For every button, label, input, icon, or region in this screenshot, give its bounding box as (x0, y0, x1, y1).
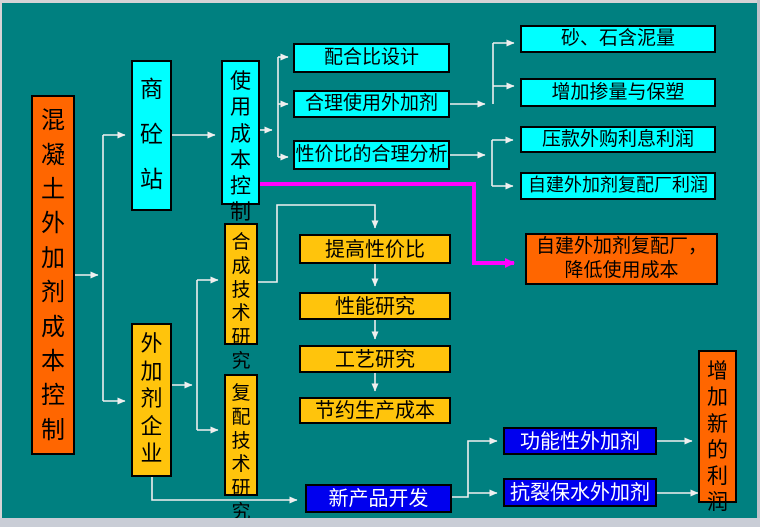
node-own-plant-lower-cost: 自建外加剂复配厂，降低使用成本 (525, 233, 718, 285)
node-main: 混凝土外加剂成本控制 (31, 95, 75, 455)
node-increase-dosage: 增加掺量与保塑 (520, 78, 716, 107)
node-functional-admixture: 功能性外加剂 (503, 427, 657, 455)
node-crack-resist-admixture: 抗裂保水外加剂 (503, 478, 657, 507)
node-own-plant-profit: 自建外加剂复配厂利润 (520, 172, 716, 200)
node-usage-cost-control: 使用成本控制 (221, 60, 260, 224)
slide-edge-left (0, 0, 2, 527)
node-ready-mix-station: 商砼站 (131, 60, 172, 211)
node-admixture-enterprise: 外加剂企业 (131, 323, 172, 477)
node-performance-research: 性能研究 (299, 292, 451, 320)
slide-edge-bottom (0, 518, 760, 527)
node-cost-performance-analysis: 性价比的合理分析 (293, 140, 450, 170)
node-synthesis-research: 合成技术研究 (224, 223, 258, 372)
slide-edge-right (757, 0, 760, 527)
slide-edge-top (0, 0, 760, 3)
node-new-product-dev: 新产品开发 (305, 484, 452, 513)
node-sand-mud-content: 砂、石含泥量 (520, 25, 716, 53)
node-process-research: 工艺研究 (299, 345, 451, 373)
node-new-profit: 增加新的利润 (698, 350, 737, 514)
node-compound-research: 复配技术研究 (224, 374, 258, 523)
node-rational-use: 合理使用外加剂 (293, 90, 450, 118)
node-mix-design: 配合比设计 (293, 43, 450, 73)
node-save-production-cost: 节约生产成本 (299, 397, 451, 424)
node-payment-interest-profit: 压款外购利息利润 (520, 126, 716, 153)
node-improve-cost-performance: 提高性价比 (299, 234, 451, 264)
